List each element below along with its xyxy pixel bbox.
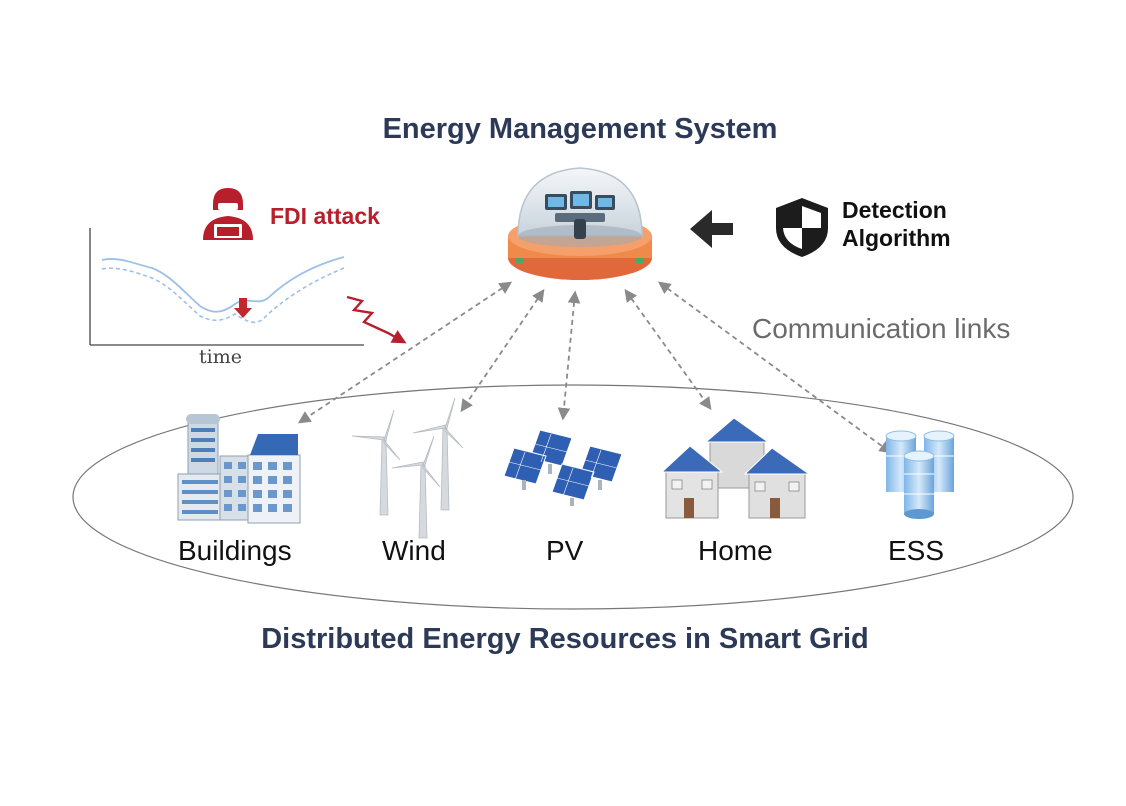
solar-panel-icon <box>503 429 623 506</box>
plot-attacked-signal <box>101 267 345 324</box>
buildings-icon <box>177 414 301 524</box>
resource-label-home: Home <box>698 535 773 566</box>
control-room-icon <box>508 167 652 280</box>
resource-label-buildings: Buildings <box>178 535 292 566</box>
detection-arrow-icon <box>690 210 733 248</box>
wind-turbine-icon <box>351 397 464 539</box>
resource-label-pv: PV <box>546 535 584 566</box>
link-pv <box>557 290 581 421</box>
fdi-attack-label: FDI attack <box>270 203 380 229</box>
link-home <box>624 288 712 411</box>
link-wind <box>460 288 545 413</box>
detection-algorithm-label: Detection Algorithm <box>842 196 951 252</box>
time-axis-label: time <box>199 346 242 368</box>
plot-true-signal <box>101 256 345 313</box>
resource-label-wind: Wind <box>382 535 446 566</box>
hacker-icon <box>203 188 253 240</box>
injection-arrow-icon <box>234 298 252 318</box>
detection-line-1: Detection <box>842 197 947 223</box>
house-icon <box>660 417 811 519</box>
der-title: Distributed Energy Resources in Smart Gr… <box>261 623 869 655</box>
communication-links <box>297 281 893 454</box>
attack-zigzag-arrow <box>346 295 407 344</box>
shield-icon <box>776 198 828 257</box>
detection-line-2: Algorithm <box>842 225 951 251</box>
battery-storage-icon <box>885 430 955 519</box>
attack-plot <box>89 228 364 346</box>
link-ess <box>657 281 893 454</box>
communication-links-label: Communication links <box>752 313 1011 344</box>
link-buildings <box>297 281 513 424</box>
ems-title: Energy Management System <box>382 113 778 145</box>
resource-label-ess: ESS <box>888 535 945 566</box>
